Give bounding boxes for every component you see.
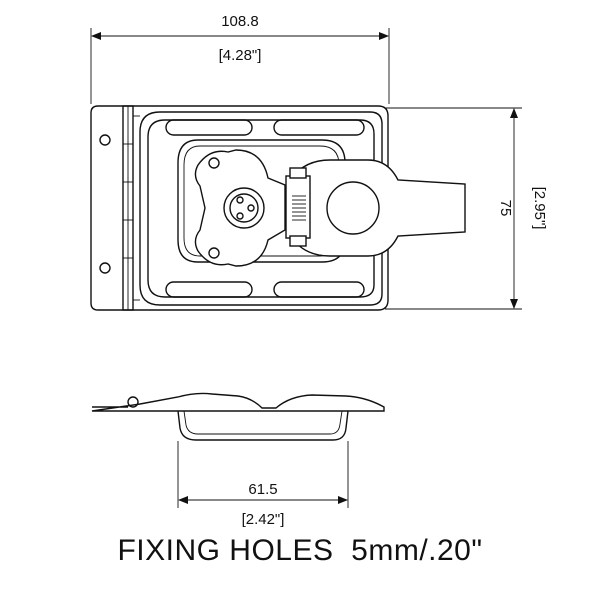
inner-tray-outline bbox=[139, 111, 383, 306]
hinge bbox=[122, 105, 140, 311]
slot bbox=[165, 119, 253, 136]
slot bbox=[273, 281, 365, 298]
width-in-label: [4.28"] bbox=[219, 47, 262, 64]
recess-mm-label: 61.5 bbox=[248, 481, 277, 498]
latch-spring-block bbox=[285, 167, 311, 247]
latch-arm-hole bbox=[326, 181, 380, 235]
fixing-hole bbox=[99, 262, 111, 274]
side-view: 61.5 [2.42"] bbox=[91, 392, 385, 528]
slot bbox=[273, 119, 365, 136]
top-view: 108.8 [4.28"] 75 [2.95"] bbox=[90, 13, 548, 311]
side-recess bbox=[177, 410, 349, 441]
height-mm-label: 75 bbox=[497, 200, 514, 217]
side-hinge-pin bbox=[127, 396, 139, 408]
height-in-label: [2.95"] bbox=[531, 187, 548, 230]
fixing-hole bbox=[99, 134, 111, 146]
side-flange bbox=[91, 392, 385, 412]
recess-dish bbox=[177, 139, 346, 263]
recess-in-label: [2.42"] bbox=[242, 511, 285, 528]
fixing-holes-caption: FIXING HOLES 5mm/.20" bbox=[117, 534, 483, 567]
slot bbox=[165, 281, 253, 298]
width-mm-label: 108.8 bbox=[221, 13, 259, 30]
outer-plate bbox=[90, 105, 389, 311]
